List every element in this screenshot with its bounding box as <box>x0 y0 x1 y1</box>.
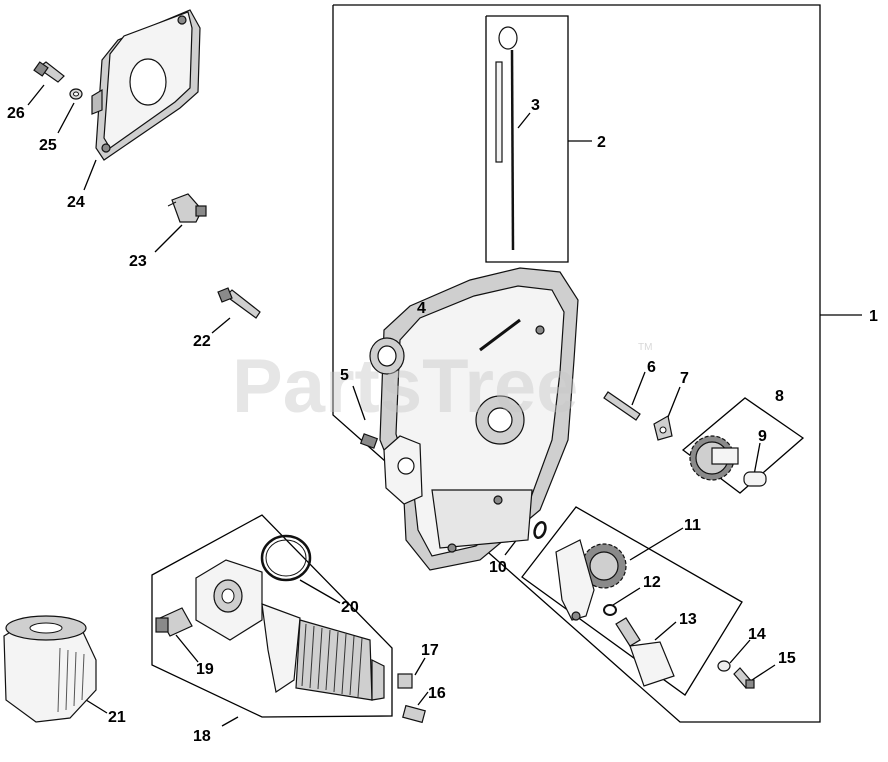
part-13-switch <box>615 617 675 687</box>
callout-9[interactable]: 9 <box>758 428 767 445</box>
callout-5[interactable]: 5 <box>340 367 349 384</box>
watermark: PartsTree TM <box>232 342 652 429</box>
callout-21[interactable]: 21 <box>108 709 126 726</box>
callout-3[interactable]: 3 <box>531 97 540 114</box>
part-11-governor <box>555 539 627 621</box>
part-26-bolt <box>33 61 65 83</box>
callout-4[interactable]: 4 <box>417 300 426 317</box>
part-22-bolt <box>217 287 261 319</box>
part-16-bolt <box>402 704 426 724</box>
group-1-outline <box>332 4 821 723</box>
callout-13[interactable]: 13 <box>679 611 697 628</box>
part-15-screw <box>733 667 755 689</box>
callout-15[interactable]: 15 <box>778 650 796 667</box>
callout-12[interactable]: 12 <box>643 574 661 591</box>
callout-14[interactable]: 14 <box>748 626 766 643</box>
callouts: 1 2 3 4 5 6 7 8 9 10 11 12 13 14 15 16 1… <box>7 97 878 745</box>
callout-20[interactable]: 20 <box>341 599 359 616</box>
callout-23[interactable]: 23 <box>129 253 147 270</box>
callout-18[interactable]: 18 <box>193 728 211 745</box>
part-7-bracket <box>653 415 673 441</box>
callout-6[interactable]: 6 <box>647 359 656 376</box>
part-23-sensor <box>167 193 207 223</box>
callout-10[interactable]: 10 <box>489 559 507 576</box>
callout-2[interactable]: 2 <box>597 134 606 151</box>
callout-25[interactable]: 25 <box>39 137 57 154</box>
part-10-oring <box>533 521 547 539</box>
part-1-crankcase <box>379 267 579 571</box>
callout-1[interactable]: 1 <box>869 308 878 325</box>
part-4-seal <box>369 337 405 375</box>
callout-7[interactable]: 7 <box>680 370 689 387</box>
group-outlines <box>151 4 821 723</box>
part-17-nut <box>397 673 413 689</box>
part-19-fitting <box>155 607 193 637</box>
part-5-plug <box>359 433 379 449</box>
watermark-tm: TM <box>638 342 652 353</box>
callout-8[interactable]: 8 <box>775 388 784 405</box>
leader-18 <box>221 716 239 727</box>
part-6-pin <box>603 391 641 421</box>
callout-11[interactable]: 11 <box>684 517 701 534</box>
part-14-washer <box>717 660 731 672</box>
group-2-outline <box>485 15 569 263</box>
part-18-oil-cooler <box>195 559 385 701</box>
part-20-oring <box>260 534 312 582</box>
part-12-oring <box>603 604 617 616</box>
callout-17[interactable]: 17 <box>421 642 439 659</box>
part-24-plate <box>91 9 201 161</box>
part-8-gear <box>689 435 739 481</box>
callout-16[interactable]: 16 <box>428 685 446 702</box>
callout-19[interactable]: 19 <box>196 661 214 678</box>
callout-22[interactable]: 22 <box>193 333 211 350</box>
callout-24[interactable]: 24 <box>67 194 85 211</box>
part-3-dipstick <box>495 26 518 251</box>
watermark-text: PartsTree <box>232 344 578 429</box>
part-21-oil-filter <box>3 615 97 723</box>
part-25-washer <box>69 88 83 100</box>
group-11-outline <box>521 506 743 696</box>
group-18-outline <box>151 514 393 718</box>
callout-26[interactable]: 26 <box>7 105 25 122</box>
part-9-plug <box>743 471 767 487</box>
